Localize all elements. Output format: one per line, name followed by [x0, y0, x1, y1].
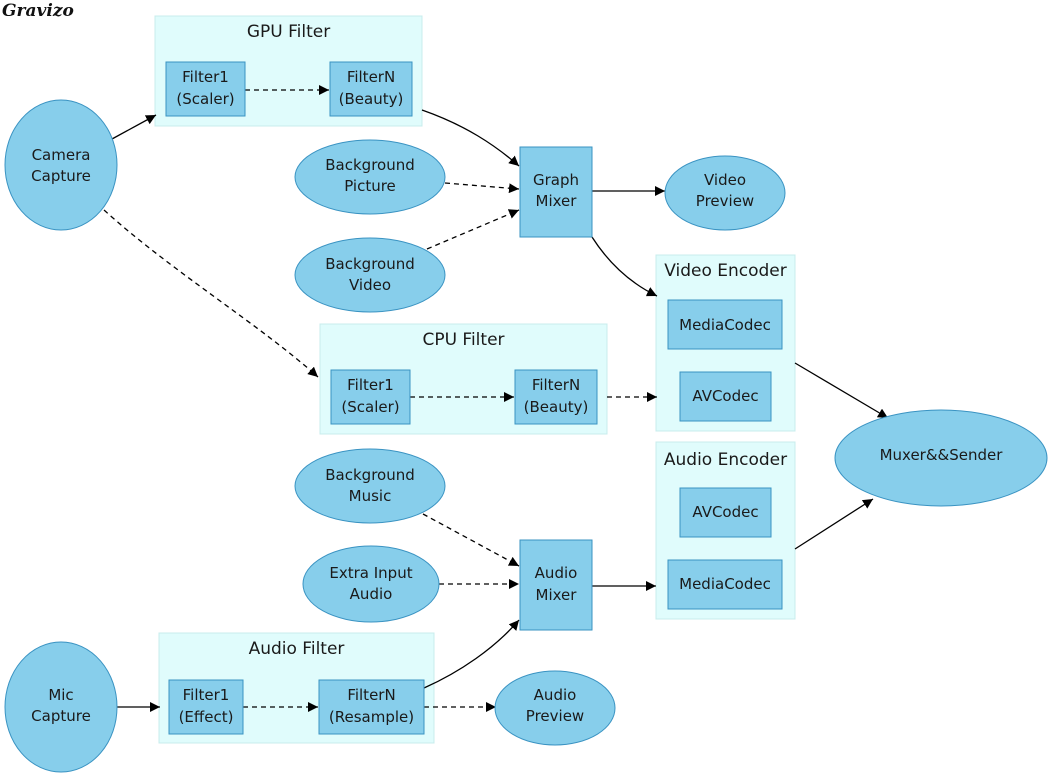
node-cpu-filtern: FilterN (Beauty) [514, 369, 598, 425]
edge-graph-mixer-to-video-encoder [591, 236, 658, 297]
node-video-avcodec: AVCodec [679, 371, 772, 422]
svg-text:Background: Background [325, 255, 415, 273]
svg-text:Filter1: Filter1 [182, 68, 229, 86]
node-graph-mixer: Graph Mixer [519, 146, 593, 238]
node-audio-filter1: Filter1 (Effect) [168, 679, 244, 735]
svg-text:Filter1: Filter1 [347, 376, 394, 394]
node-audio-avcodec: AVCodec [679, 487, 772, 538]
svg-text:Background: Background [325, 466, 415, 484]
node-camera-capture: Camera Capture [4, 99, 118, 231]
node-cpu-filter1: Filter1 (Scaler) [330, 369, 411, 425]
svg-text:AVCodec: AVCodec [692, 503, 758, 521]
edge-video-encoder-to-muxer [794, 362, 889, 419]
svg-text:Audio: Audio [350, 585, 393, 603]
svg-text:Mixer: Mixer [536, 586, 578, 604]
cluster-audio-encoder-label: Audio Encoder [664, 450, 787, 470]
node-mic-capture: Mic Capture [4, 641, 118, 773]
svg-text:Background: Background [325, 156, 415, 174]
svg-text:Video: Video [704, 171, 746, 189]
svg-text:Audio: Audio [534, 686, 577, 704]
node-audio-preview: Audio Preview [494, 670, 616, 746]
edge-background-music-to-audio-mixer [422, 513, 520, 567]
edge-audio-encoder-to-muxer [794, 498, 874, 550]
node-audio-mixer: Audio Mixer [519, 539, 593, 631]
svg-text:Filter1: Filter1 [183, 686, 230, 704]
svg-text:(Effect): (Effect) [179, 708, 234, 726]
edge-background-picture-to-graph-mixer [444, 182, 520, 194]
svg-text:(Resample): (Resample) [329, 708, 414, 726]
edge-gpu-filter-to-graph-mixer [421, 109, 520, 167]
node-gpu-filtern: FilterN (Beauty) [329, 61, 413, 117]
svg-text:AVCodec: AVCodec [692, 387, 758, 405]
svg-text:FilterN: FilterN [347, 686, 395, 704]
svg-text:Audio: Audio [535, 564, 578, 582]
node-gpu-filter1: Filter1 (Scaler) [165, 61, 246, 117]
cluster-gpu-filter-label: GPU Filter [247, 22, 330, 42]
svg-text:MediaCodec: MediaCodec [679, 575, 771, 593]
cluster-audio-filter-label: Audio Filter [249, 639, 345, 659]
svg-text:FilterN: FilterN [347, 68, 395, 86]
svg-text:Camera: Camera [32, 146, 91, 164]
edge-camera-to-cpu-filter [103, 209, 319, 378]
svg-text:Music: Music [349, 487, 392, 505]
svg-text:Video: Video [349, 276, 391, 294]
node-muxer-sender: Muxer&&Sender [834, 409, 1048, 507]
node-audio-filtern: FilterN (Resample) [318, 679, 425, 735]
svg-text:Mic: Mic [48, 686, 73, 704]
node-video-preview: Video Preview [664, 155, 786, 231]
edges [103, 85, 889, 712]
svg-text:Extra Input: Extra Input [329, 564, 412, 582]
svg-text:Muxer&&Sender: Muxer&&Sender [880, 446, 1004, 464]
svg-text:Capture: Capture [31, 167, 91, 185]
cluster-video-encoder-label: Video Encoder [664, 261, 787, 281]
svg-text:Preview: Preview [696, 192, 754, 210]
svg-text:Capture: Capture [31, 707, 91, 725]
svg-text:Graph: Graph [533, 171, 579, 189]
svg-text:Picture: Picture [344, 177, 396, 195]
node-extra-input-audio: Extra Input Audio [302, 545, 440, 623]
node-background-video: Background Video [294, 237, 446, 313]
svg-text:MediaCodec: MediaCodec [679, 316, 771, 334]
node-background-music: Background Music [294, 448, 446, 524]
svg-text:FilterN: FilterN [532, 376, 580, 394]
edge-audio-filter-to-audio-mixer [423, 619, 520, 689]
svg-text:Preview: Preview [526, 707, 584, 725]
node-audio-mediacodec: MediaCodec [667, 559, 783, 610]
svg-text:Mixer: Mixer [536, 192, 578, 210]
node-background-picture: Background Picture [294, 139, 446, 215]
svg-text:(Scaler): (Scaler) [341, 398, 399, 416]
svg-text:(Scaler): (Scaler) [176, 90, 234, 108]
gravizo-logo: Gravizo [2, 1, 74, 21]
svg-text:(Beauty): (Beauty) [524, 398, 589, 416]
node-video-mediacodec: MediaCodec [667, 299, 783, 350]
edge-background-video-to-graph-mixer [426, 209, 520, 250]
edge-camera-to-gpu-filter [111, 114, 157, 140]
svg-text:(Beauty): (Beauty) [339, 90, 404, 108]
cluster-cpu-filter-label: CPU Filter [422, 330, 504, 350]
